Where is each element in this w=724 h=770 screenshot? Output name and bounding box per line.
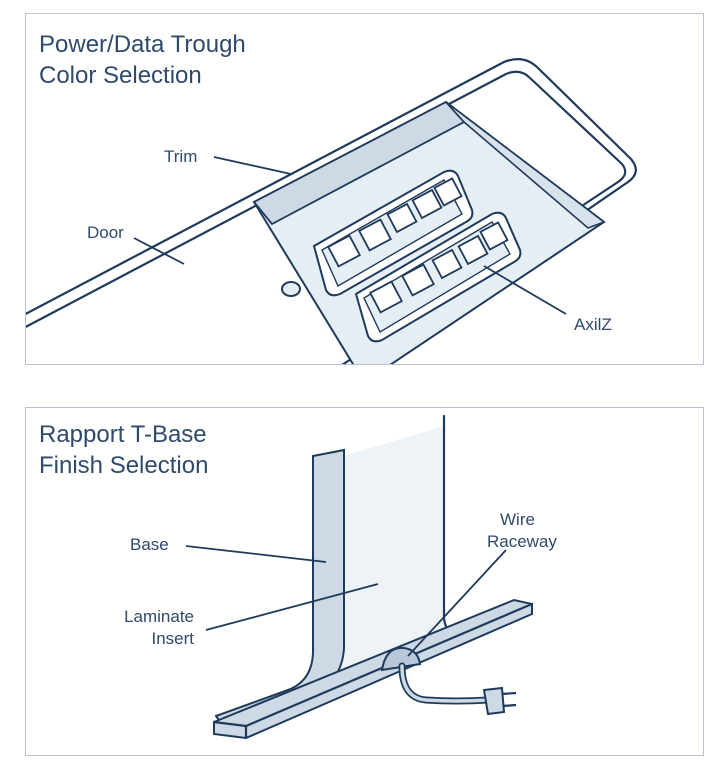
wire-raceway-leader xyxy=(407,549,507,657)
trim-label: Trim xyxy=(164,147,197,166)
laminate-label-line1: Laminate xyxy=(124,607,194,626)
tbase-illustration: Base Laminate Insert Wire Raceway xyxy=(124,414,557,740)
trough-panel-title: Power/Data Trough Color Selection xyxy=(39,29,246,91)
tbase-title-line1: Rapport T-Base xyxy=(39,421,207,448)
axilz-label: AxilZ xyxy=(574,315,612,334)
wire-label-line2: Raceway xyxy=(487,532,557,551)
tbase-foot xyxy=(213,598,533,740)
trim-leader xyxy=(213,156,292,175)
wire-label-line1: Wire xyxy=(500,510,535,529)
axilz-leader xyxy=(483,265,567,315)
tbase-title-line2: Finish Selection xyxy=(39,452,209,479)
power-plug xyxy=(482,686,517,716)
laminate-leader xyxy=(205,583,379,631)
base-label: Base xyxy=(130,535,169,554)
door-leader xyxy=(133,237,185,265)
trough-title-line1: Power/Data Trough xyxy=(39,31,246,58)
tbase-panel-title: Rapport T-Base Finish Selection xyxy=(39,419,208,481)
axilz-unit-upper xyxy=(312,169,474,297)
trough-side-wall xyxy=(445,101,606,229)
axilz-unit-lower xyxy=(354,211,522,343)
base-leader xyxy=(185,545,327,563)
tbase-panel: Rapport T-Base Finish Selection Base Lam… xyxy=(25,407,704,756)
trough-panel: Power/Data Trough Color Selection xyxy=(25,13,704,365)
door-grommet xyxy=(281,281,301,297)
laminate-insert xyxy=(326,426,472,696)
desk-outline xyxy=(26,57,637,364)
laminate-label-line2: Insert xyxy=(151,629,194,648)
trough-title-line2: Color Selection xyxy=(39,62,202,89)
door-label: Door xyxy=(87,223,124,242)
trough-illustration: Trim Door AxilZ xyxy=(26,57,637,364)
trim-edge xyxy=(26,70,627,364)
